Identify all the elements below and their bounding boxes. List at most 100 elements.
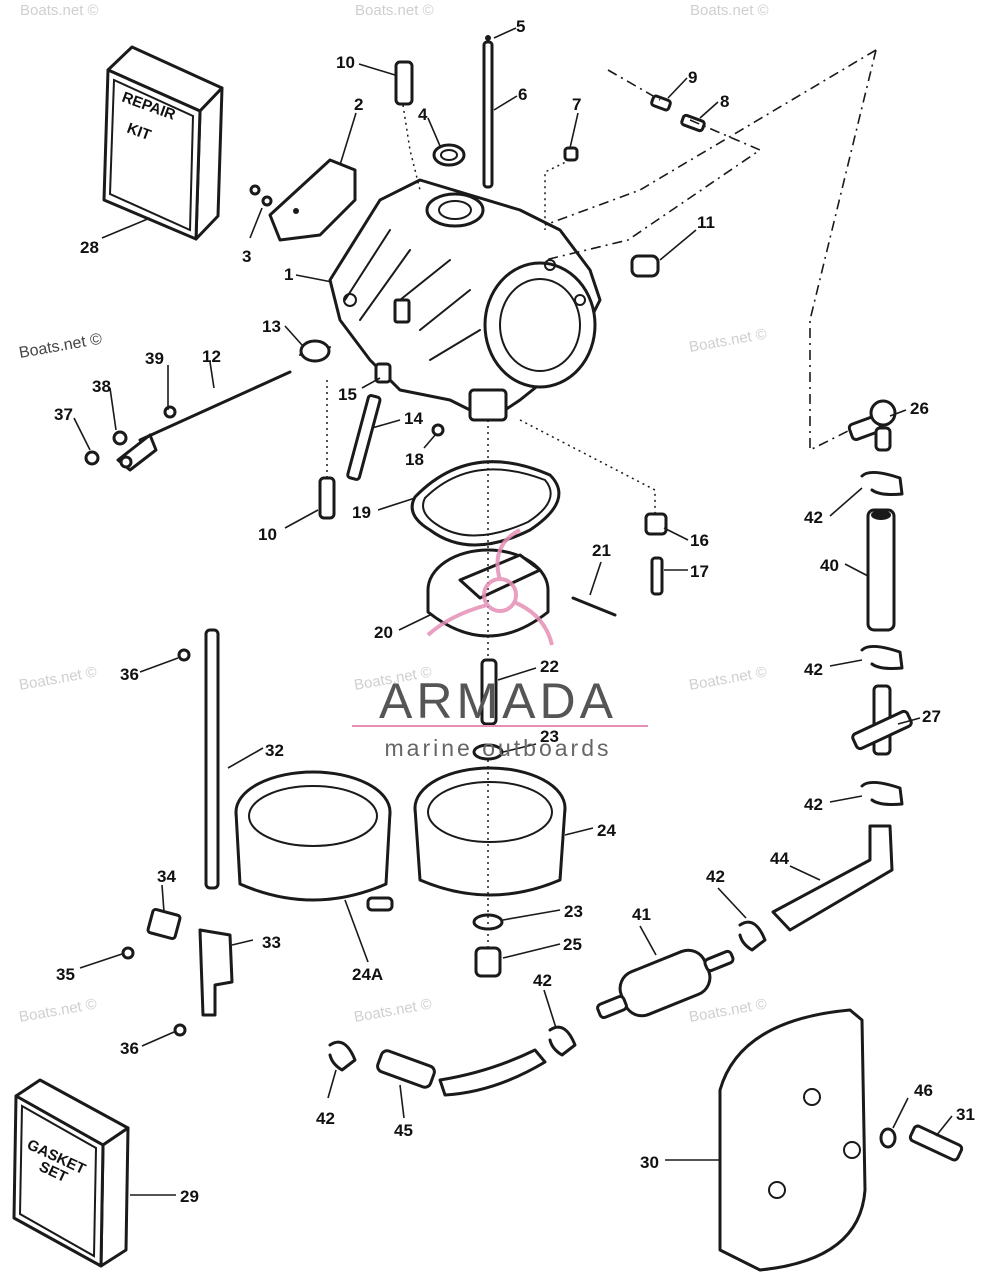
callout-25: 25 — [563, 935, 582, 954]
callout-17: 17 — [690, 562, 709, 581]
callout-24a: 24A — [352, 965, 383, 984]
propeller-icon — [426, 528, 554, 646]
callout-13: 13 — [262, 317, 281, 336]
callout-44: 44 — [770, 849, 789, 868]
callout-39: 39 — [145, 349, 164, 368]
float-bowl-24a — [234, 770, 394, 912]
nut-39 — [163, 405, 177, 419]
callout-42-b: 42 — [804, 660, 823, 679]
o-ring-4 — [432, 143, 466, 167]
o-ring-4-inner — [440, 149, 458, 161]
throttle-shaft-12 — [116, 370, 292, 472]
callout-22: 22 — [540, 657, 559, 676]
callout-42-d: 42 — [706, 867, 725, 886]
silencer-cover-30 — [718, 1008, 867, 1272]
callout-23-bottom: 23 — [564, 902, 583, 921]
watermark: Boats.net © — [20, 2, 99, 19]
drain-plug-25 — [474, 946, 502, 978]
watermark: Boats.net © — [18, 664, 98, 694]
hose-40 — [866, 508, 896, 632]
needle-17 — [650, 556, 664, 596]
callout-46: 46 — [914, 1081, 933, 1100]
screw-9 — [650, 94, 672, 112]
callout-20: 20 — [374, 623, 393, 642]
callout-23-top: 23 — [540, 727, 559, 746]
callout-26: 26 — [910, 399, 929, 418]
callout-1: 1 — [284, 265, 293, 284]
callout-2: 2 — [354, 95, 363, 114]
leader-lines — [73, 27, 953, 1196]
callout-19: 19 — [352, 503, 371, 522]
screws-3 — [249, 184, 273, 207]
fitting-10-bottom — [318, 476, 336, 520]
callout-11: 11 — [697, 213, 715, 232]
callout-18: 18 — [405, 450, 424, 469]
callout-5: 5 — [516, 17, 525, 36]
screw-35 — [121, 946, 135, 960]
watermark: Boats.net © — [18, 996, 98, 1026]
clip-36-bottom — [173, 1023, 187, 1037]
logo-tagline: marine outboards — [385, 735, 612, 761]
plug-11 — [630, 254, 660, 278]
callout-42-a: 42 — [804, 508, 823, 527]
callout-35: 35 — [56, 965, 75, 984]
clip-36-top — [177, 648, 191, 662]
screw-8 — [680, 113, 706, 133]
mixture-needle-14 — [346, 394, 382, 481]
callout-8: 8 — [720, 92, 729, 111]
callout-42-e: 42 — [533, 971, 552, 990]
callout-36-top: 36 — [120, 665, 139, 684]
elbow-fitting-26 — [847, 399, 897, 452]
callout-42-f: 42 — [316, 1109, 335, 1128]
callout-29: 29 — [180, 1187, 199, 1206]
callout-30: 30 — [640, 1153, 659, 1172]
assembly-lines — [326, 49, 877, 948]
clip-7 — [563, 146, 579, 162]
watermark: Boats.net © — [688, 326, 768, 356]
callout-45: 45 — [394, 1121, 413, 1140]
bracket-33 — [198, 928, 234, 1017]
gasket-2 — [268, 158, 357, 242]
callout-38: 38 — [92, 377, 111, 396]
callout-4: 4 — [418, 105, 428, 124]
watermark-main: Boats.net © — [18, 331, 104, 362]
watermark: Boats.net © — [355, 2, 434, 19]
block-34 — [146, 907, 182, 941]
callout-12: 12 — [202, 347, 221, 366]
watermark: Boats.net © — [690, 2, 769, 19]
watermark: Boats.net © — [688, 664, 768, 694]
callout-labels: 5 6 7 8 9 10 2 4 3 28 1 11 13 39 12 38 3… — [54, 17, 975, 1206]
tee-fitting-27 — [851, 684, 913, 756]
logo-brand: ARMADA — [379, 673, 617, 729]
float-bowl-24 — [413, 766, 567, 897]
callout-9: 9 — [688, 68, 697, 87]
screw-31 — [908, 1124, 964, 1162]
callout-36-bottom: 36 — [120, 1039, 139, 1058]
watermark: Boats.net © — [688, 996, 768, 1026]
washer-23-top — [472, 743, 504, 761]
callout-42-c: 42 — [804, 795, 823, 814]
callout-34: 34 — [157, 867, 176, 886]
callout-27: 27 — [922, 707, 941, 726]
callout-10-top: 10 — [336, 53, 355, 72]
hose-44 — [771, 824, 894, 932]
fuel-filter-41 — [596, 948, 735, 1020]
ball-38 — [112, 430, 128, 446]
hose-45 — [376, 1048, 547, 1097]
fitting-10-top — [394, 60, 414, 106]
callout-14: 14 — [404, 409, 423, 428]
armada-logo: ARMADA marine outboards — [352, 528, 648, 761]
screw-37 — [84, 450, 100, 466]
callout-32: 32 — [265, 741, 284, 760]
callout-15: 15 — [338, 385, 357, 404]
carburetor-body — [328, 178, 602, 422]
clamps-42 — [328, 471, 904, 1072]
spring-13 — [299, 339, 331, 363]
callout-37: 37 — [54, 405, 73, 424]
callout-41: 41 — [632, 905, 651, 924]
callout-40: 40 — [820, 556, 839, 575]
callout-28: 28 — [80, 238, 99, 257]
float-bowl-gasket-19 — [410, 460, 561, 547]
washer-46 — [879, 1127, 897, 1149]
